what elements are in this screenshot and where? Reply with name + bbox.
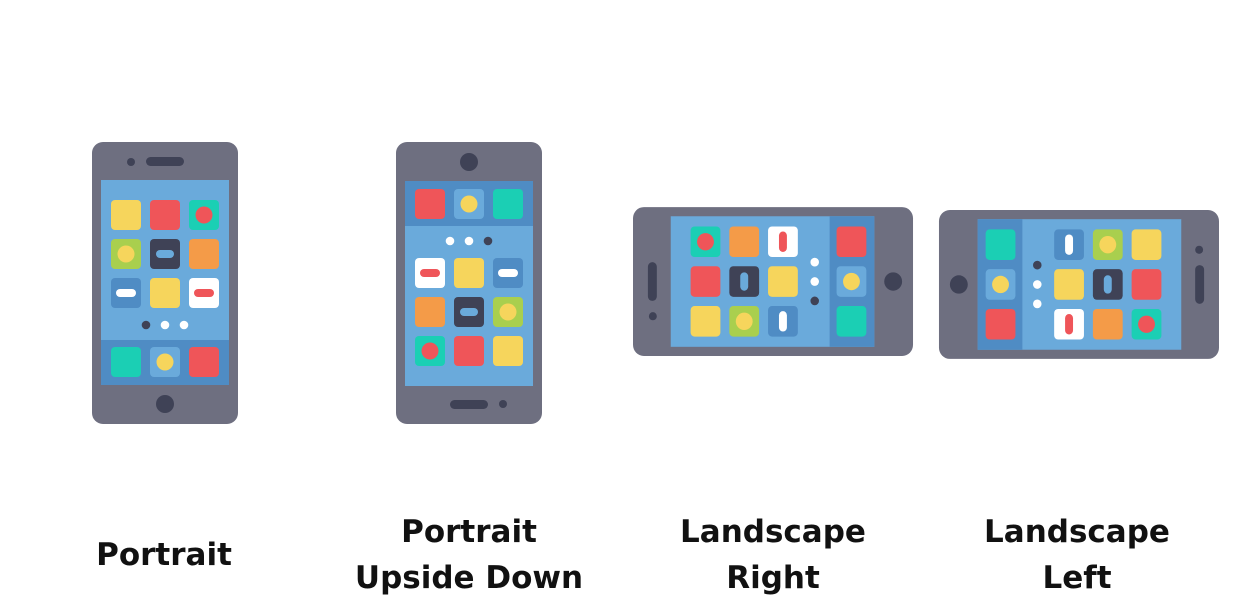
phone-landscape-right xyxy=(633,207,913,356)
phone-portrait-upside-down xyxy=(396,142,542,424)
caption-portrait-upside-down: Portrait Upside Down xyxy=(349,509,589,601)
caption-portrait-upside-down-line-1: Portrait xyxy=(401,514,537,550)
phone-portrait xyxy=(92,142,238,424)
caption-landscape-left-line-2: Left xyxy=(1042,560,1112,596)
caption-landscape-right-line-2: Right xyxy=(726,560,820,596)
caption-landscape-right: Landscape Right xyxy=(663,509,883,601)
caption-portrait-upside-down-line-2: Upside Down xyxy=(354,560,584,596)
caption-landscape-left: Landscape Left xyxy=(967,509,1187,601)
caption-landscape-left-line-1: Landscape xyxy=(984,514,1170,550)
caption-landscape-right-line-1: Landscape xyxy=(680,514,866,550)
caption-portrait: Portrait xyxy=(64,532,264,578)
caption-portrait-line-1: Portrait xyxy=(96,537,232,573)
phone-landscape-left xyxy=(939,210,1219,359)
